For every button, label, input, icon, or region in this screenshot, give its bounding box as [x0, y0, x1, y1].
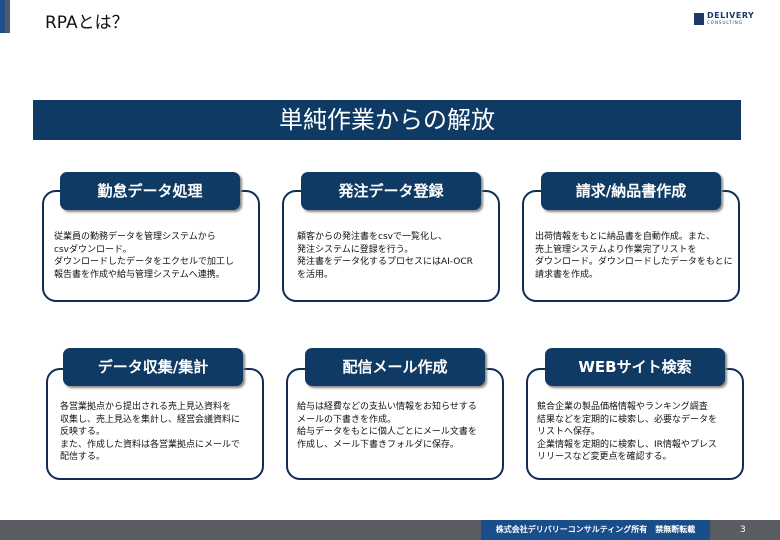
card-title: 発注データ登録 — [301, 172, 481, 210]
page-title: RPAとは？ — [45, 13, 129, 33]
card-title: WEBサイト検索 — [545, 348, 725, 386]
card-title: 請求/納品書作成 — [541, 172, 721, 210]
page-number: 3 — [740, 525, 746, 535]
card-title: 配信メール作成 — [305, 348, 485, 386]
card-body: 出荷情報をもとに納品書を自動作成。また、 売上管理システムより作業完了リストを … — [535, 232, 733, 280]
card-body: 競合企業の製品価格情報やランキング調査 結果などを定期的に検索し、必要なデータを… — [537, 402, 718, 462]
header-accent-stripe — [0, 0, 5, 33]
card-title: データ収集/集計 — [63, 348, 243, 386]
section-banner: 単純作業からの解放 — [33, 100, 741, 140]
card-box — [286, 368, 504, 480]
card-body: 給与は経費などの支払い情報をお知らせする メールの下書きを作成。 給与データをも… — [297, 402, 477, 450]
card-box — [526, 368, 744, 480]
logo-mark-icon — [694, 12, 704, 25]
header-accent-bar — [0, 0, 10, 33]
footer-copyright: 株式会社デリバリーコンサルティング所有 禁無断転載 — [481, 520, 710, 540]
logo-subtext: CONSULTING — [707, 20, 743, 25]
card-title: 勤怠データ処理 — [60, 172, 240, 210]
card-body: 顧客からの発注書をcsvで一覧化し、 発注システムに登録を行う。 発注書をデータ… — [297, 232, 473, 280]
card-body: 各営業拠点から提出される売上見込資料を 収集し、売上見込を集計し、経営会議資料に… — [60, 402, 241, 462]
card-body: 従業員の勤務データを管理システムから csvダウンロード。 ダウンロードしたデー… — [54, 232, 235, 280]
logo-text: DELIVERY — [707, 11, 755, 20]
